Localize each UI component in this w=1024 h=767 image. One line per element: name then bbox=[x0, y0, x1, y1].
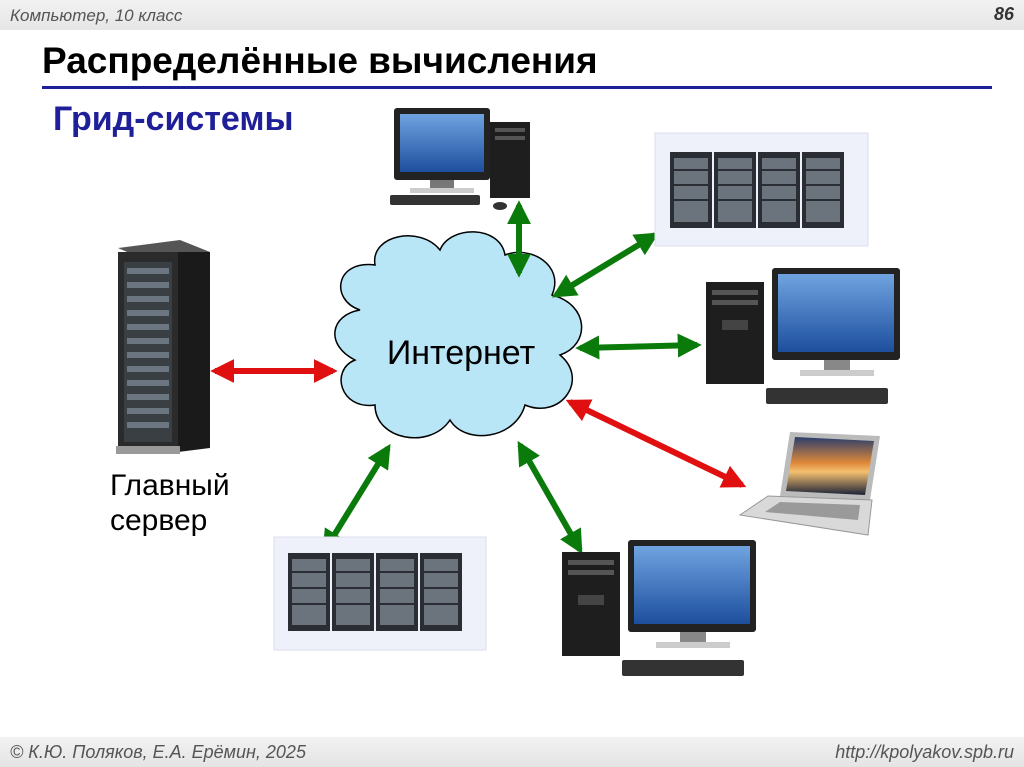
internet-cloud-icon bbox=[334, 231, 583, 439]
slide-title: Распределённые вычисления bbox=[42, 40, 598, 81]
slide-subtitle: Грид-системы bbox=[53, 100, 294, 138]
server-rack-icon bbox=[116, 240, 210, 454]
desktop-computer-icon bbox=[390, 108, 530, 210]
laptop-icon bbox=[738, 432, 880, 536]
connection-arrows bbox=[210, 200, 747, 555]
course-label: Компьютер, 10 класс bbox=[10, 6, 183, 25]
title-underline bbox=[42, 86, 992, 89]
cloud-label: Интернет bbox=[387, 334, 535, 372]
desktop-computer-icon bbox=[706, 268, 900, 404]
header-bar: Компьютер, 10 класс 86 bbox=[0, 0, 1024, 30]
copyright-text: © К.Ю. Поляков, Е.А. Ерёмин, 2025 bbox=[10, 742, 306, 762]
arrow-bottom-left-cluster bbox=[322, 443, 391, 555]
server-label-line2: сервер bbox=[110, 504, 207, 537]
footer-bar: © К.Ю. Поляков, Е.А. Ерёмин, 2025 http:/… bbox=[0, 737, 1024, 767]
server-cluster-icon bbox=[273, 536, 487, 651]
arrow-bottom-desktop bbox=[517, 440, 583, 555]
server-label-line1: Главный bbox=[110, 469, 230, 502]
site-link[interactable]: http://kpolyakov.spb.ru bbox=[835, 742, 1014, 762]
desktop-computer-icon bbox=[562, 540, 756, 676]
server-cluster-icon bbox=[654, 132, 869, 247]
arrow-top-right-cluster bbox=[551, 232, 660, 298]
arrow-right-desktop bbox=[575, 333, 702, 360]
arrow-laptop bbox=[565, 399, 747, 488]
page-number: 86 bbox=[993, 4, 1014, 24]
